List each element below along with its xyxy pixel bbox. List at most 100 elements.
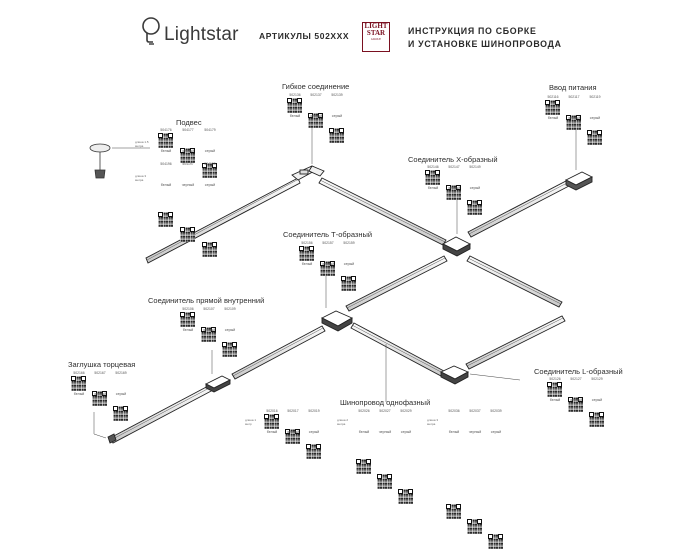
color-label: черный bbox=[93, 392, 107, 396]
qr-code-icon[interactable] bbox=[299, 246, 314, 261]
article-code: 502147 bbox=[448, 165, 460, 169]
track-rail-l-to-right bbox=[465, 315, 566, 370]
color-label: серый bbox=[591, 398, 603, 402]
color-label: белый bbox=[448, 430, 460, 434]
article-code: 504197 bbox=[182, 162, 194, 166]
qr-code-icon[interactable] bbox=[202, 163, 217, 178]
color-label: серый bbox=[204, 183, 216, 187]
qr-code-icon[interactable] bbox=[566, 115, 581, 130]
lightbulb-logo-icon bbox=[142, 17, 160, 45]
leader-line-endcap bbox=[93, 412, 107, 439]
color-label: белый bbox=[182, 328, 194, 332]
qr-code-icon[interactable] bbox=[180, 312, 195, 327]
qr-group-l-connector: 502126 502127 502129 белый черный серый bbox=[546, 377, 608, 427]
brand-box-line-3: GROUP bbox=[370, 37, 382, 41]
qr-code-icon[interactable] bbox=[341, 276, 356, 291]
qr-code-icon[interactable] bbox=[488, 534, 503, 549]
label-podves: Подвес bbox=[176, 118, 202, 127]
qr-code-icon[interactable] bbox=[320, 261, 335, 276]
qr-code-icon[interactable] bbox=[446, 504, 461, 519]
qr-code-icon[interactable] bbox=[587, 130, 602, 145]
qr-code-icon[interactable] bbox=[308, 113, 323, 128]
label-gibkoe-soedinenie: Гибкое соединение bbox=[282, 82, 350, 91]
brand-box-line-1: LIGHT bbox=[364, 22, 388, 30]
qr-group-t-connector: 502156 502157 502159 белый черный серый bbox=[298, 241, 360, 291]
article-code: 502109 bbox=[224, 307, 236, 311]
brand-logo-text: Lightstar bbox=[164, 24, 239, 45]
qr-code-icon[interactable] bbox=[158, 212, 173, 227]
qr-code-icon[interactable] bbox=[467, 200, 482, 215]
article-code: 502017 bbox=[287, 409, 299, 413]
label-l-connector: Соединитель L-образный bbox=[534, 367, 623, 376]
article-code: 502119 bbox=[589, 95, 601, 99]
article-code: 502027 bbox=[379, 409, 391, 413]
color-label: белый bbox=[160, 149, 172, 153]
lightstar-group-logo: LIGHT STAR GROUP bbox=[362, 22, 390, 52]
qr-code-icon[interactable] bbox=[180, 148, 195, 163]
color-label: белый bbox=[547, 116, 559, 120]
leader-line-l bbox=[469, 373, 521, 381]
qr-code-icon[interactable] bbox=[377, 474, 392, 489]
article-code: 502026 bbox=[358, 409, 370, 413]
qr-code-icon[interactable] bbox=[285, 429, 300, 444]
articles-label: АРТИКУЛЫ 502XXX bbox=[259, 31, 350, 41]
color-label: серый bbox=[115, 392, 127, 396]
qr-code-icon[interactable] bbox=[158, 133, 173, 148]
track-rail-t-to-l bbox=[350, 322, 445, 377]
color-label: серый bbox=[469, 186, 481, 190]
color-label: черный bbox=[321, 262, 335, 266]
article-code: 502036 bbox=[448, 409, 460, 413]
qr-code-icon[interactable] bbox=[568, 397, 583, 412]
color-label: черный bbox=[569, 398, 583, 402]
color-label: серый bbox=[224, 328, 236, 332]
qr-group-endcap: 502166 502167 502169 белый черный серый bbox=[70, 371, 132, 421]
qr-group-x-connector: 502146 502147 502149 белый черный серый bbox=[424, 165, 486, 215]
length-note: длина 3 метра bbox=[135, 174, 147, 182]
qr-code-icon[interactable] bbox=[287, 98, 302, 113]
qr-code-icon[interactable] bbox=[467, 519, 482, 534]
label-track: Шинопровод однофазный bbox=[340, 398, 431, 407]
qr-code-icon[interactable] bbox=[222, 342, 237, 357]
qr-code-icon[interactable] bbox=[201, 327, 216, 342]
qr-code-icon[interactable] bbox=[589, 412, 604, 427]
qr-code-icon[interactable] bbox=[92, 391, 107, 406]
qr-code-icon[interactable] bbox=[547, 382, 562, 397]
qr-code-icon[interactable] bbox=[545, 100, 560, 115]
color-label: серый bbox=[343, 262, 355, 266]
label-t-connector: Соединитель Т-образный bbox=[283, 230, 373, 239]
qr-code-icon[interactable] bbox=[71, 376, 86, 391]
article-code: 502159 bbox=[343, 241, 355, 245]
qr-group-gibkoe: 502136 502137 502139 белый черный серый bbox=[286, 93, 346, 143]
straight-joint-icon bbox=[204, 375, 232, 393]
brand-box-line-2: STAR bbox=[366, 29, 386, 37]
qr-code-icon[interactable] bbox=[180, 227, 195, 242]
qr-code-icon[interactable] bbox=[446, 185, 461, 200]
l-connector-icon bbox=[439, 365, 470, 385]
page-title-line-1: ИНСТРУКЦИЯ ПО СБОРКЕ bbox=[408, 26, 537, 36]
color-label: серый bbox=[308, 430, 320, 434]
article-code: 502116 bbox=[547, 95, 559, 99]
article-code: 502019 bbox=[308, 409, 320, 413]
qr-code-icon[interactable] bbox=[425, 170, 440, 185]
qr-code-icon[interactable] bbox=[202, 242, 217, 257]
article-code: 502136 bbox=[289, 93, 301, 97]
label-x-connector: Соединитель Х-образный bbox=[408, 155, 498, 164]
article-code: 502167 bbox=[94, 371, 106, 375]
color-label: черный bbox=[378, 430, 392, 434]
qr-code-icon[interactable] bbox=[356, 459, 371, 474]
qr-code-icon[interactable] bbox=[306, 444, 321, 459]
qr-code-icon[interactable] bbox=[398, 489, 413, 504]
article-code: 502169 bbox=[115, 371, 127, 375]
article-code: 502149 bbox=[469, 165, 481, 169]
qr-code-icon[interactable] bbox=[113, 406, 128, 421]
qr-code-icon[interactable] bbox=[329, 128, 344, 143]
article-code: 502157 bbox=[322, 241, 334, 245]
color-label: серый bbox=[589, 116, 601, 120]
endcap-icon bbox=[107, 433, 117, 444]
article-code: 504176 bbox=[160, 128, 172, 132]
color-label: белый bbox=[358, 430, 370, 434]
page-title: ИНСТРУКЦИЯ ПО СБОРКЕ И УСТАНОВКЕ ШИНОПРО… bbox=[408, 25, 562, 51]
track-rail-x-to-t bbox=[345, 255, 448, 312]
qr-code-icon[interactable] bbox=[264, 414, 279, 429]
color-label: черный bbox=[202, 328, 216, 332]
